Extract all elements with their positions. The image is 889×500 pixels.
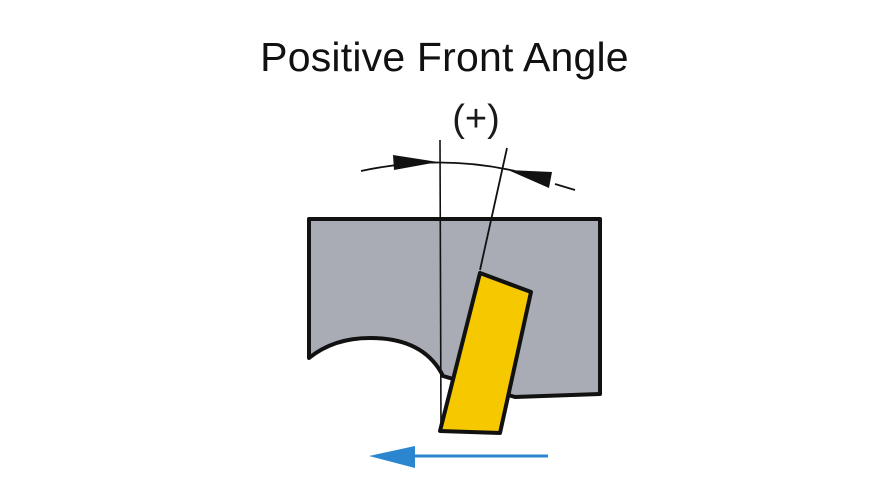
- angle-arc-tail: [554, 183, 576, 191]
- angle-arc: [360, 161, 516, 172]
- diagram-title: Positive Front Angle: [260, 34, 629, 80]
- angle-sign-label: (+): [452, 98, 500, 140]
- workpiece-body: [307, 217, 602, 399]
- arrowhead-right-icon: [508, 170, 552, 188]
- arrowhead-left-icon: [393, 155, 438, 170]
- feed-arrow-head-icon: [369, 446, 415, 468]
- cutting-insert: [438, 271, 533, 435]
- reference-line: [439, 139, 442, 431]
